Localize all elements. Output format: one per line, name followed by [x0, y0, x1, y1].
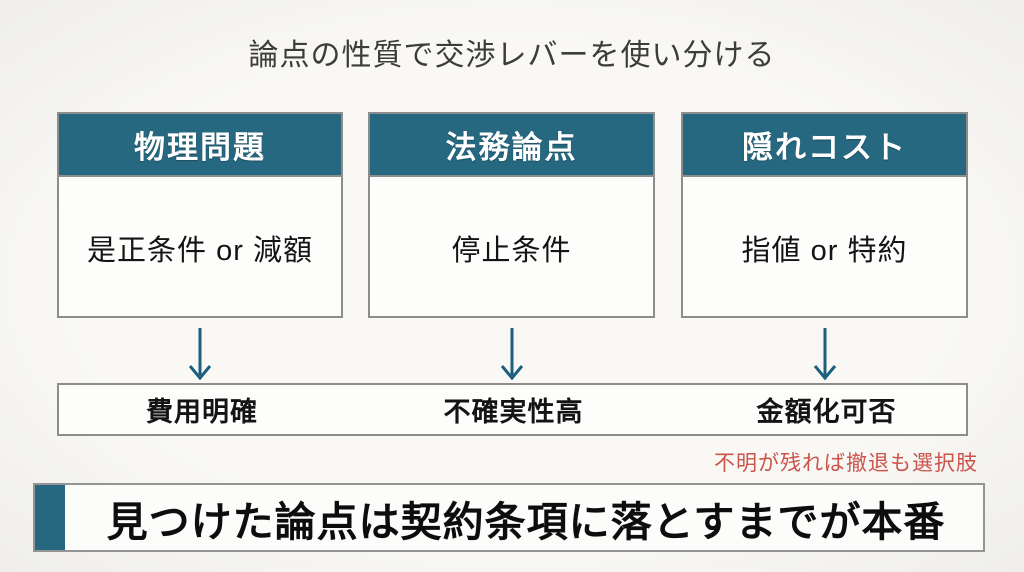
withdrawal-note: 不明が残れば撤退も選択肢 [714, 452, 978, 475]
column-card-legal: 法務論点 停止条件 [368, 112, 655, 318]
column-card-hidden-cost: 隠れコスト 指値 or 特約 [681, 112, 968, 318]
down-arrow-icon [500, 328, 524, 381]
down-arrow-icon [188, 328, 212, 381]
card-header: 隠れコスト [683, 114, 966, 177]
card-lever-label: 停止条件 [451, 234, 572, 267]
card-lever-label: 指値 or 特約 [741, 234, 908, 267]
banner-accent-bar [35, 485, 65, 550]
outcome-bar: 費用明確 不確実性高 金額化可否 [57, 383, 968, 436]
column-card-physical: 物理問題 是正条件 or 減額 [57, 112, 343, 318]
outcome-label: 金額化可否 [756, 397, 897, 427]
page-title: 論点の性質で交渉レバーを使い分ける [248, 39, 776, 72]
down-arrow-icon [813, 328, 837, 381]
card-header: 法務論点 [370, 114, 653, 177]
banner-text: 見つけた論点は契約条項に落とすまでが本番 [106, 498, 946, 545]
card-lever-label: 是正条件 or 減額 [87, 234, 313, 267]
key-message-banner: 見つけた論点は契約条項に落とすまでが本番 [33, 483, 985, 552]
card-header: 物理問題 [59, 114, 341, 177]
outcome-label: 不確実性高 [443, 397, 584, 427]
outcome-label: 費用明確 [146, 397, 258, 427]
